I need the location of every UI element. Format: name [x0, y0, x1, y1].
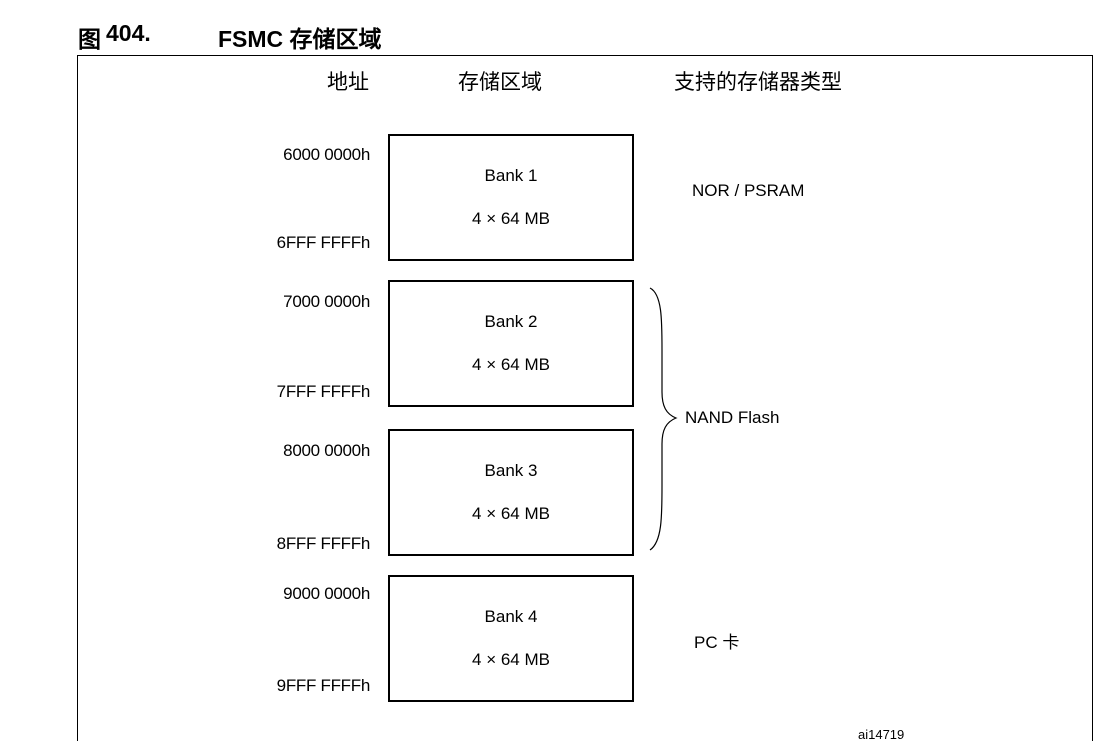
- bank3-box: Bank 3 4 × 64 MB: [388, 429, 634, 556]
- figure-name: FSMC 存储区域: [218, 26, 382, 52]
- bank1-size: 4 × 64 MB: [472, 209, 550, 228]
- bank3-start-address: 8000 0000h: [283, 441, 370, 460]
- bank4-box: Bank 4 4 × 64 MB: [388, 575, 634, 702]
- diagram-frame: [77, 55, 1093, 741]
- bank3-end-address: 8FFF FFFFh: [276, 534, 371, 553]
- figure-number: 404.: [106, 20, 151, 46]
- bank2-name: Bank 2: [484, 312, 538, 331]
- bank3-name: Bank 3: [484, 461, 538, 480]
- memory-type-nor-psram: NOR / PSRAM: [692, 181, 805, 200]
- bank4-start-address: 9000 0000h: [283, 584, 370, 603]
- bank1-start-address: 6000 0000h: [283, 145, 370, 164]
- bank2-box: Bank 2 4 × 64 MB: [388, 280, 634, 407]
- bank2-end-address: 7FFF FFFFh: [276, 382, 371, 401]
- nand-brace: [649, 287, 678, 551]
- bank2-size: 4 × 64 MB: [472, 355, 550, 374]
- figure-id: ai14719: [858, 727, 905, 742]
- memory-type-nand-flash: NAND Flash: [685, 408, 780, 427]
- region-header: 存储区域: [458, 70, 542, 94]
- bank1-end-address: 6FFF FFFFh: [276, 233, 371, 252]
- memory-type-header: 支持的存储器类型: [674, 70, 842, 94]
- bank2-start-address: 7000 0000h: [283, 292, 370, 311]
- bank3-size: 4 × 64 MB: [472, 504, 550, 523]
- bank4-size: 4 × 64 MB: [472, 650, 550, 669]
- figure-label: 图: [78, 26, 101, 52]
- address-header: 地址: [327, 70, 369, 94]
- bank1-name: Bank 1: [484, 166, 538, 185]
- bank1-box: Bank 1 4 × 64 MB: [388, 134, 634, 261]
- bank4-end-address: 9FFF FFFFh: [276, 676, 371, 695]
- memory-type-pc-card: PC 卡: [694, 633, 740, 652]
- bank4-name: Bank 4: [484, 607, 538, 626]
